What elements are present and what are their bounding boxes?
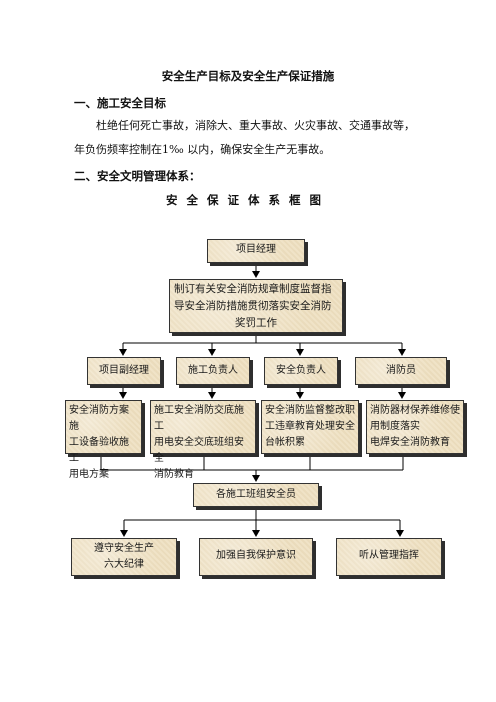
- bottom2-label: 加强自我保护意识: [216, 550, 296, 561]
- bottom1-line-1: 遵守安全生产: [94, 543, 154, 554]
- section1-para-line2: 年负伤频率控制在1‰ 以内，确保安全生产无事故。: [74, 143, 331, 156]
- team-label: 各施工班组安全员: [216, 489, 296, 500]
- box-construction-lead: 施工负责人: [176, 357, 250, 385]
- duty-line: 施工安全消防交底施工: [154, 405, 244, 432]
- box-duty-firefighter: 消防器材保养维修使 用制度落实 电焊安全消防教育: [366, 400, 464, 454]
- duty-line: 安全消防方案施: [69, 405, 129, 432]
- duty-line: 安全消防监督整改职: [265, 405, 355, 416]
- section1-heading: 一、施工安全目标: [74, 96, 166, 110]
- box-duty-deputy: 安全消防方案施 工设备验收施工 用电方案: [65, 400, 142, 480]
- bottom3-label: 听从管理指挥: [359, 550, 419, 561]
- role-label: 安全负责人: [276, 365, 326, 376]
- box-safety-lead: 安全负责人: [264, 357, 338, 385]
- duty-line: 用电安全交底班组安全: [154, 437, 244, 464]
- bottom1-line-2: 六大纪律: [104, 559, 144, 570]
- section2-heading: 二、安全文明管理体系：: [74, 169, 201, 183]
- role-label: 施工负责人: [188, 365, 238, 376]
- duty-line: 电焊安全消防教育: [370, 437, 450, 448]
- duty-line: 用电方案: [69, 469, 109, 480]
- chart-title: 安全保证体系框图: [166, 193, 330, 207]
- doc-title: 安全生产目标及安全生产保证措施: [161, 69, 335, 83]
- project-manager-label: 项目经理: [236, 244, 276, 255]
- box-deputy-manager: 项目副经理: [87, 357, 161, 385]
- box-self-protection: 加强自我保护意识: [199, 538, 313, 576]
- box-firefighter: 消防员: [355, 357, 447, 385]
- box-duty-construction: 施工安全消防交底施工 用电安全交底班组安全 消防教育: [150, 400, 256, 480]
- duty-line: 用制度落实: [370, 421, 420, 432]
- policy-line-3: 奖罚工作: [235, 317, 277, 329]
- duty-line: 消防器材保养维修使: [370, 405, 460, 416]
- box-policy: 制订有关安全消防规章制度监督指 导安全消防措施贯彻落实安全消防 奖罚工作: [169, 279, 343, 333]
- duty-line: 工设备验收施工: [69, 437, 129, 464]
- role-label: 消防员: [386, 365, 416, 376]
- duty-line: 消防教育: [154, 469, 194, 480]
- role-label: 项目副经理: [99, 365, 149, 376]
- duty-line: 工违章教育处理安全: [265, 421, 355, 432]
- box-obey-rules: 遵守安全生产 六大纪律: [71, 538, 177, 576]
- section1-para-line1: 杜绝任何死亡事故，消除大、重大事故、火灾事故、交通事故等，: [96, 119, 415, 132]
- policy-line-1: 制订有关安全消防规章制度监督指: [174, 283, 332, 295]
- box-duty-safety: 安全消防监督整改职 工违章教育处理安全 台帐积累: [261, 400, 359, 454]
- policy-line-2: 导安全消防措施贯彻落实安全消防: [174, 300, 332, 312]
- box-team-safety-officers: 各施工班组安全员: [193, 483, 319, 507]
- box-follow-management: 听从管理指挥: [336, 538, 442, 576]
- box-project-manager: 项目经理: [207, 239, 305, 263]
- duty-line: 台帐积累: [265, 437, 305, 448]
